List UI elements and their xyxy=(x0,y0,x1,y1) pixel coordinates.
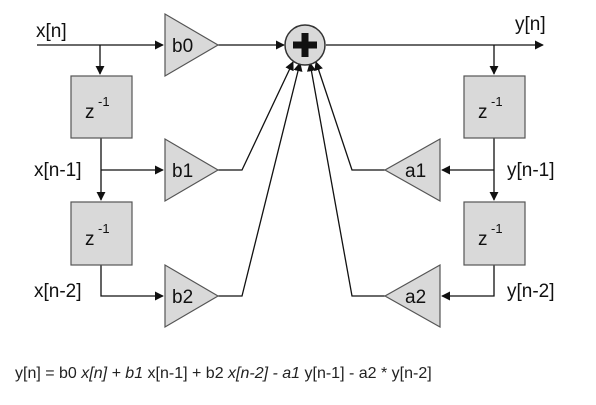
delay-block-y1: z -1 xyxy=(463,75,526,139)
gain-label-b1: b1 xyxy=(172,161,193,182)
delay-block-x1: z -1 xyxy=(70,75,133,139)
gain-label-a1: a1 xyxy=(405,161,426,182)
summing-junction xyxy=(284,24,326,66)
delay-label: z xyxy=(85,102,95,123)
difference-equation: y[n] = b0 x[n] + b1 x[n-1] + b2 x[n-2] -… xyxy=(15,365,432,383)
wire-b2-to-sum xyxy=(218,62,303,297)
wire-to-b2 xyxy=(100,265,164,301)
equation-part-italic: x[n] + b1 xyxy=(81,365,144,382)
equation-part: y[n] = b0 xyxy=(15,365,82,382)
wire-a2-to-sum xyxy=(306,62,385,297)
biquad-block-diagram: x[n] x[n-1] x[n-2] y[n] y[n-1] y[n-2] z … xyxy=(34,12,555,329)
gain-label-a2: a2 xyxy=(405,287,426,308)
delay-block-x2: z -1 xyxy=(70,201,133,266)
equation-part-italic: x[n-2] - a1 xyxy=(228,365,301,382)
wire-a1-to-sum xyxy=(314,61,385,171)
gain-a1: a1 xyxy=(383,137,441,203)
label-x-n-1: x[n-1] xyxy=(34,160,82,181)
equation-part: x[n-1] + b2 xyxy=(143,365,229,382)
delay-exponent: -1 xyxy=(98,94,110,109)
label-y-n: y[n] xyxy=(515,14,546,35)
delay-label: z xyxy=(478,102,488,123)
wire-to-a2 xyxy=(441,265,495,301)
gain-b1: b1 xyxy=(164,137,220,203)
label-x-n: x[n] xyxy=(36,21,67,42)
delay-label: z xyxy=(478,229,488,250)
label-y-n-1: y[n-1] xyxy=(507,160,555,181)
delay-block-y2: z -1 xyxy=(463,201,526,266)
gain-b0: b0 xyxy=(164,12,220,78)
gain-label-b0: b0 xyxy=(172,36,193,57)
delay-exponent: -1 xyxy=(491,221,503,236)
label-x-n-2: x[n-2] xyxy=(34,281,82,302)
delay-exponent: -1 xyxy=(98,221,110,236)
gain-label-b2: b2 xyxy=(172,287,193,308)
gain-a2: a2 xyxy=(383,263,441,329)
equation-part: y[n-1] - a2 * y[n-2] xyxy=(300,365,432,382)
label-y-n-2: y[n-2] xyxy=(507,281,555,302)
delay-exponent: -1 xyxy=(491,94,503,109)
gain-b2: b2 xyxy=(164,263,220,329)
wire-b1-to-sum xyxy=(218,61,294,171)
delay-label: z xyxy=(85,229,95,250)
